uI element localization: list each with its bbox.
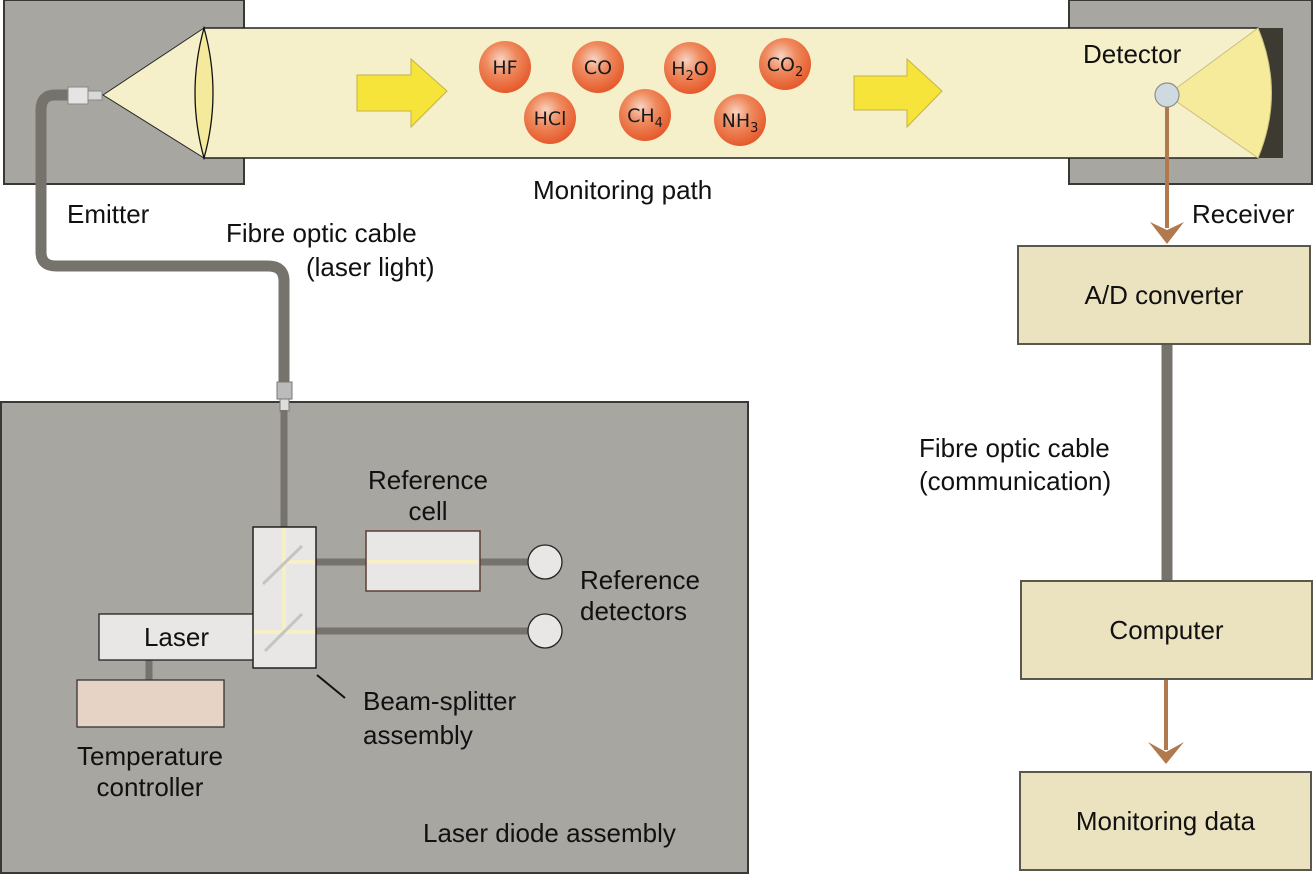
- monitoring-path-label: Monitoring path: [533, 175, 713, 205]
- temperature-controller-label-line2: controller: [96, 772, 204, 802]
- fibre-optic-cable-laser: [35, 89, 290, 388]
- laser-diode-assembly-label: Laser diode assembly: [423, 818, 676, 848]
- molecule-formula: CH4: [627, 105, 663, 131]
- molecule-formula: HF: [492, 57, 517, 79]
- molecule-sphere: [572, 41, 624, 93]
- output-arrowhead: [1148, 742, 1184, 764]
- reference-detector-2: [527, 613, 563, 649]
- detector-light-cone: [1166, 27, 1272, 159]
- beam-splitter-leader: [316, 674, 346, 699]
- molecule-sphere: [714, 94, 766, 146]
- monitoring-data-box: Monitoring data: [1019, 771, 1312, 871]
- molecule-hf: HF: [479, 41, 531, 93]
- fibre-comm-label-line2: (communication): [919, 466, 1112, 496]
- molecule-formula: H2O: [671, 58, 709, 84]
- temperature-controller-label-line1: Temperature: [77, 741, 223, 771]
- laser-box: [98, 613, 255, 661]
- temperature-controller-box: [76, 679, 225, 728]
- molecule-sphere: [524, 92, 576, 144]
- fibre-comm-label-line1: Fibre optic cable: [919, 433, 1110, 463]
- molecule-co: CO: [572, 41, 624, 93]
- molecule-sphere: [479, 41, 531, 93]
- detector-reflector: [1258, 28, 1283, 158]
- emitter-lens: [194, 25, 214, 161]
- laser-label: Laser: [143, 622, 210, 652]
- reference-detectors-label-line1: Reference: [580, 565, 700, 595]
- ad-converter-box: A/D converter: [1017, 245, 1311, 345]
- molecule-formula: CO: [584, 57, 612, 79]
- monitoring-data-label: Monitoring data: [1075, 805, 1256, 836]
- reference-cell-label-line1: Reference: [368, 465, 488, 495]
- molecule-nh3: NH3: [714, 94, 766, 146]
- molecule-sphere: [759, 38, 811, 90]
- detector-label: Detector: [1083, 39, 1182, 69]
- beam-direction-arrow-left: [356, 57, 448, 129]
- reference-cell-label-line2: cell: [408, 496, 448, 526]
- computer-box: Computer: [1020, 580, 1313, 680]
- fibre-laser-label-line2: (laser light): [306, 252, 435, 282]
- assembly-fibre-connector: [276, 381, 293, 412]
- fibre-laser-label-line1: Fibre optic cable: [226, 218, 417, 248]
- molecule-sphere: [664, 42, 716, 94]
- molecule-h2o: H2O: [664, 42, 716, 94]
- molecule-formula: NH3: [722, 110, 759, 136]
- reference-detectors-label-line2: detectors: [580, 596, 687, 626]
- reference-detector-1: [527, 544, 563, 580]
- beam-splitter-label-line1: Beam-splitter: [363, 686, 517, 716]
- splitter-mirror-1: [261, 544, 304, 586]
- emitter-fibre-connector: [67, 86, 103, 105]
- splitter-mirror-2: [263, 612, 304, 653]
- molecule-formula: CO2: [767, 54, 804, 80]
- ad-converter-label: A/D converter: [1084, 279, 1244, 310]
- beam-splitter-label-line2: assembly: [363, 720, 473, 750]
- molecule-sphere: [619, 89, 671, 141]
- detector-sensor: [1154, 82, 1180, 108]
- receiver-arrowhead: [1150, 222, 1184, 244]
- emitter-label: Emitter: [67, 199, 150, 229]
- beam-direction-arrow-right: [853, 57, 943, 129]
- molecule-co2: CO2: [759, 38, 811, 90]
- molecule-hcl: HCl: [524, 92, 576, 144]
- receiver-label: Receiver: [1192, 199, 1295, 229]
- computer-label: Computer: [1109, 614, 1224, 645]
- molecule-ch4: CH4: [619, 89, 671, 141]
- molecule-formula: HCl: [534, 108, 567, 130]
